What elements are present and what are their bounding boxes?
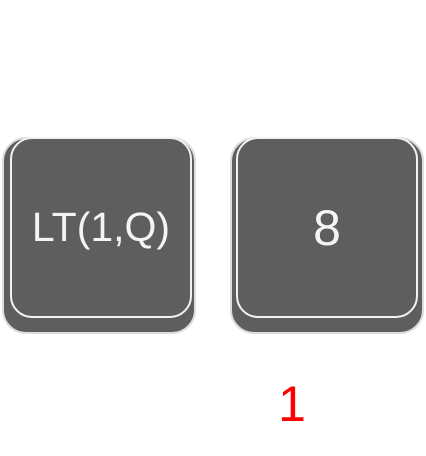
keycap-lt-1-q[interactable]: LT(1,Q) bbox=[2, 137, 196, 334]
keycap-label: 8 bbox=[313, 199, 341, 256]
keycap-8[interactable]: 8 bbox=[230, 137, 424, 334]
keycap-top-surface: LT(1,Q) bbox=[10, 137, 192, 318]
keycap-top-surface: 8 bbox=[236, 137, 418, 318]
key-index-number: 1 bbox=[278, 376, 306, 432]
keycap-label: LT(1,Q) bbox=[31, 204, 171, 250]
